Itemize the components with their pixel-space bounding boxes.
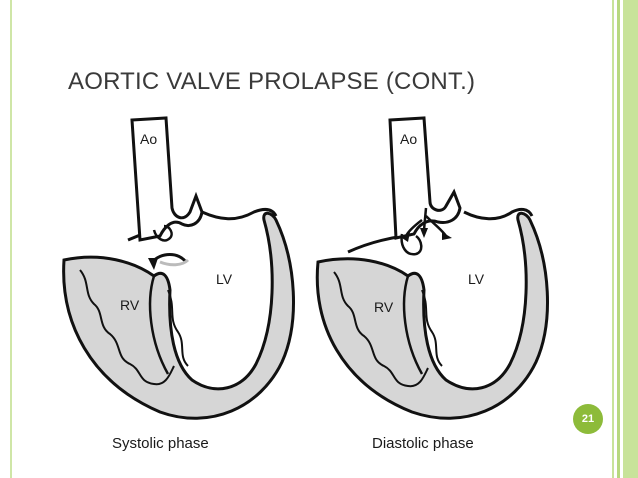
right-accent-band: [610, 0, 638, 478]
diastolic-rv-label: RV: [374, 299, 394, 315]
systolic-rv-trabeculae: [79, 269, 175, 386]
diastolic-heart-illustration: [315, 116, 549, 420]
systolic-septum-wave: [167, 289, 189, 367]
slide-title: AORTIC VALVE PROLAPSE (CONT.): [68, 68, 476, 95]
diastolic-caption: Diastolic phase: [372, 435, 474, 452]
diastolic-arrowhead-right: [442, 232, 452, 240]
systolic-lv-label: LV: [216, 271, 233, 287]
diastolic-lv-label: LV: [468, 271, 485, 287]
diastolic-aorta: [388, 116, 462, 240]
systolic-prolapsing-leaflet: [152, 224, 173, 242]
diastolic-arrowhead-left: [402, 232, 410, 242]
systolic-rv-label: RV: [120, 297, 140, 313]
page-number-badge: 21: [573, 404, 603, 434]
diastolic-septum: [402, 275, 424, 375]
systolic-heart-illustration: [62, 116, 295, 420]
systolic-ventricle-wall: [62, 211, 295, 420]
diastolic-aorta-label: Ao: [400, 131, 417, 147]
diastolic-ventricle-wall: [315, 211, 549, 420]
systolic-flow-arrowhead: [148, 258, 158, 270]
systolic-caption: Systolic phase: [112, 435, 209, 452]
diastolic-arrowhead-down: [420, 228, 428, 238]
aortic-valve-prolapse-diagram: Ao RV LV Systolic phase Ao RV LV Diastol…: [62, 116, 549, 452]
diastolic-rv-trabeculae: [333, 271, 429, 388]
systolic-aorta-label: Ao: [140, 131, 157, 147]
left-accent-line: [10, 0, 12, 478]
systolic-septum: [148, 275, 170, 375]
diastolic-septum-wave: [421, 289, 443, 367]
diastolic-prolapsing-leaflet: [400, 233, 423, 256]
